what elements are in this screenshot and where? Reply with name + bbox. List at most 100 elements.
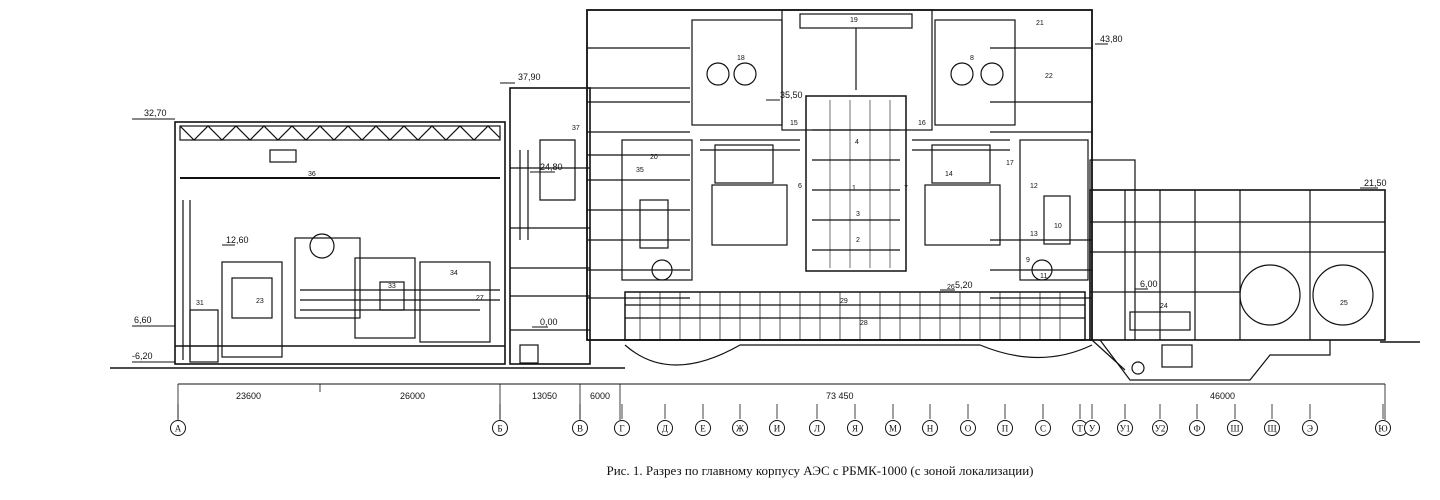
elevation-label: 6,00	[1140, 279, 1158, 289]
callout-number: 35	[636, 167, 644, 174]
callout-number: 6	[798, 183, 802, 190]
axis-marker: В	[572, 404, 588, 436]
axis-marker: И	[769, 404, 785, 436]
axis-label: Я	[852, 424, 858, 434]
axis-marker: Б	[492, 404, 508, 436]
callout-number: 26	[947, 284, 955, 291]
axis-marker: У	[1084, 404, 1100, 436]
elevation-label: 24,80	[540, 162, 563, 172]
axis-label: Н	[927, 424, 934, 434]
callout-number: 24	[1160, 303, 1168, 310]
axis-marker: У1	[1117, 404, 1133, 436]
axis-circle	[960, 420, 976, 436]
axis-marker: Т	[1072, 404, 1088, 436]
axis-circle	[1035, 420, 1051, 436]
elevation-label: -6,20	[132, 351, 153, 361]
axis-label: Ф	[1193, 424, 1200, 434]
axis-label: Т	[1077, 424, 1083, 434]
callout-number: 8	[970, 55, 974, 62]
axis-label: А	[175, 424, 182, 434]
elevation-label: 21,50	[1364, 178, 1387, 188]
axis-label: Ю	[1378, 424, 1387, 434]
axis-label: И	[774, 424, 781, 434]
axis-label: П	[1002, 424, 1009, 434]
callout-number: 36	[308, 171, 316, 178]
axis-label: Э	[1307, 424, 1313, 434]
axis-marker: Ш	[1227, 404, 1243, 436]
callout-number: 17	[1006, 160, 1014, 167]
axis-marker: О	[960, 404, 976, 436]
axis-circle	[657, 420, 673, 436]
axis-circle	[492, 420, 508, 436]
axis-circle	[1302, 420, 1318, 436]
axis-label: У2	[1155, 424, 1166, 434]
callout-number: 28	[860, 320, 868, 327]
axis-circle	[922, 420, 938, 436]
axis-marker: П	[997, 404, 1013, 436]
axis-label: С	[1040, 424, 1046, 434]
callout-number: 20	[650, 154, 658, 161]
callout-number: 11	[1040, 273, 1047, 280]
deaerator-bay	[509, 87, 591, 365]
axis-circle	[885, 420, 901, 436]
callout-number: 2	[856, 237, 860, 244]
axis-label: М	[889, 424, 897, 434]
dimension-label: 23600	[236, 391, 261, 401]
axis-circle	[769, 420, 785, 436]
callout-number: 4	[855, 139, 859, 146]
axis-circle	[1189, 420, 1205, 436]
callout-number: 7	[904, 185, 908, 192]
axis-circle	[997, 420, 1013, 436]
axis-label: Ж	[736, 424, 745, 434]
callout-number: 31	[196, 300, 204, 307]
figure-caption: Рис. 1. Разрез по главному корпусу АЭС с…	[606, 463, 1034, 478]
axis-circle	[1375, 420, 1391, 436]
callout-number: 22	[1045, 73, 1053, 80]
elevation-label: 12,60	[226, 235, 249, 245]
callout-number: 19	[850, 17, 858, 24]
axis-circle	[1084, 420, 1100, 436]
callout-number: 9	[1026, 257, 1030, 264]
axis-circle	[1152, 420, 1168, 436]
equipment-callouts: 19 18 4 21 22 37 20 14 17 12 13 10 9 11 …	[196, 17, 1348, 327]
axis-label: У	[1089, 424, 1096, 434]
callout-number: 25	[1340, 300, 1348, 307]
axis-circle	[695, 420, 711, 436]
dimension-label: 6000	[590, 391, 610, 401]
elevation-label: 0,00	[540, 317, 558, 327]
reactor-building	[586, 9, 1126, 371]
callout-number: 12	[1030, 183, 1038, 190]
callout-number: 27	[476, 295, 484, 302]
elevation-label: 35,50	[780, 90, 803, 100]
axis-label: Б	[497, 424, 502, 434]
callout-number: 3	[856, 211, 860, 218]
axis-circle	[847, 420, 863, 436]
callout-number: 15	[790, 120, 798, 127]
callout-number: 23	[256, 298, 264, 305]
axis-circle	[732, 420, 748, 436]
axis-marker: С	[1035, 404, 1051, 436]
callout-number: 1	[852, 185, 856, 192]
axis-label: Л	[814, 424, 820, 434]
elevation-label: 32,70	[144, 108, 167, 118]
axis-marker: Е	[695, 404, 711, 436]
axis-marker: Г	[614, 404, 630, 436]
axis-label: Ш	[1230, 424, 1239, 434]
axis-marker: Ф	[1189, 404, 1205, 436]
callout-number: 16	[918, 120, 926, 127]
turbine-hall	[174, 121, 506, 365]
axis-marker: У2	[1152, 404, 1168, 436]
elevation-labels: 32,70 37,90 43,80 35,50 24,80 12,60 21,5…	[132, 34, 1387, 361]
axis-marker: Л	[809, 404, 825, 436]
callout-number: 13	[1030, 231, 1038, 238]
axis-marker: Щ	[1264, 404, 1280, 436]
axis-circle	[1227, 420, 1243, 436]
elevation-label: 6,60	[134, 315, 152, 325]
callout-number: 33	[388, 283, 396, 290]
axis-label: Щ	[1267, 424, 1276, 434]
dimension-label: 73 450	[826, 391, 854, 401]
axis-circle	[1264, 420, 1280, 436]
callout-number: 14	[945, 171, 953, 178]
